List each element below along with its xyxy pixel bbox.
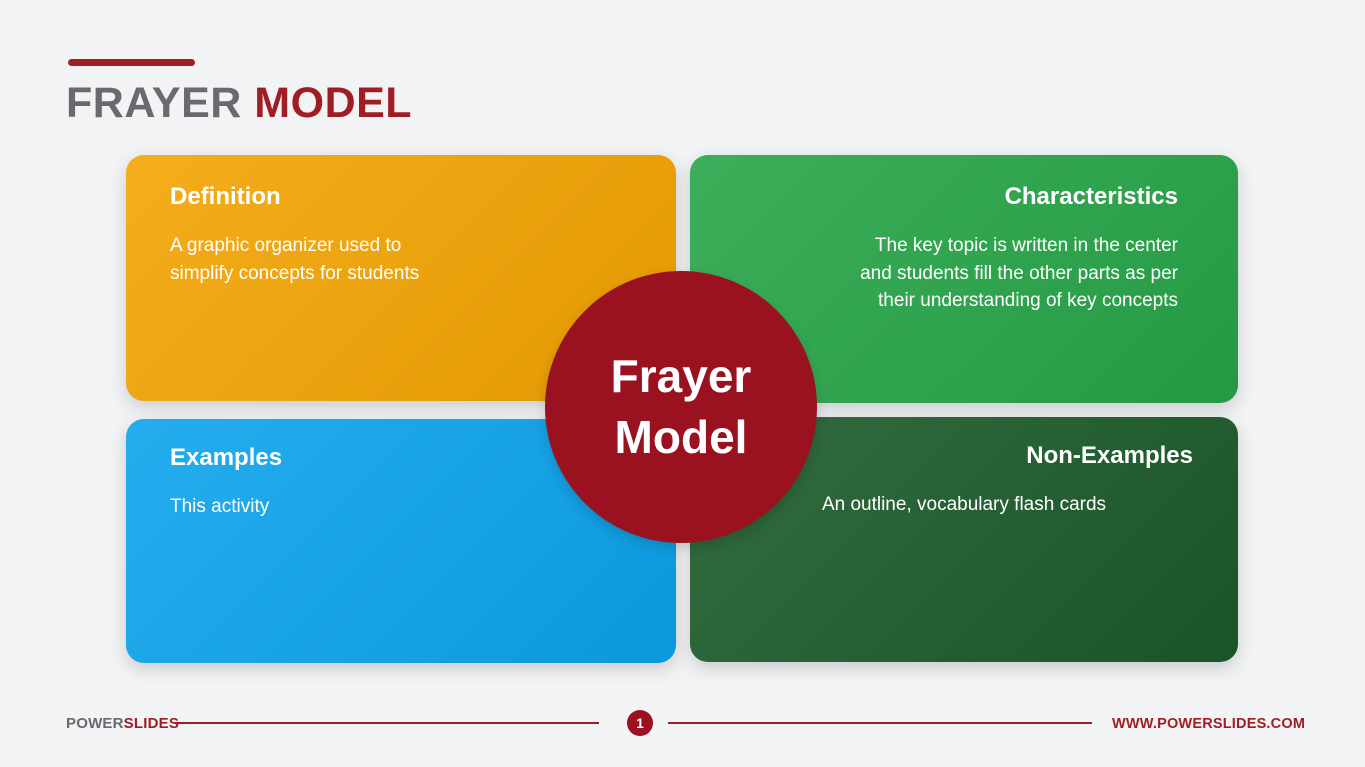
non-examples-card-body: An outline, vocabulary flash cards bbox=[821, 494, 1107, 516]
page-title-red-part: MODEL bbox=[254, 79, 413, 127]
page-number: 1 bbox=[636, 715, 644, 731]
website-link[interactable]: WWW.POWERSLIDES.COM bbox=[1112, 716, 1306, 732]
brand-logo-red-part: SLIDES bbox=[123, 715, 180, 732]
footer-divider-right bbox=[668, 722, 1092, 724]
page-number-badge: 1 bbox=[627, 710, 653, 736]
brand-logo-gray-part: POWER bbox=[66, 715, 124, 732]
footer-divider-left bbox=[175, 722, 599, 724]
page-title: FRAYER MODEL bbox=[66, 79, 412, 128]
characteristics-card-title: Characteristics bbox=[1004, 183, 1178, 210]
center-topic-label: Frayer Model bbox=[610, 350, 752, 463]
definition-card: Definition A graphic organizer used to s… bbox=[126, 155, 676, 401]
center-topic-circle: Frayer Model bbox=[545, 271, 817, 543]
characteristics-card-body: The key topic is written in the center a… bbox=[860, 235, 1178, 312]
examples-card-body: This activity bbox=[170, 496, 270, 518]
page-title-gray-part: FRAYER bbox=[66, 79, 255, 127]
definition-card-body: A graphic organizer used to simplify con… bbox=[170, 235, 420, 284]
definition-card-title: Definition bbox=[170, 183, 281, 210]
non-examples-card-title: Non-Examples bbox=[1026, 442, 1193, 469]
title-accent-rule bbox=[68, 59, 195, 66]
examples-card-title: Examples bbox=[170, 444, 283, 471]
brand-logo: POWERSLIDES bbox=[66, 715, 179, 732]
